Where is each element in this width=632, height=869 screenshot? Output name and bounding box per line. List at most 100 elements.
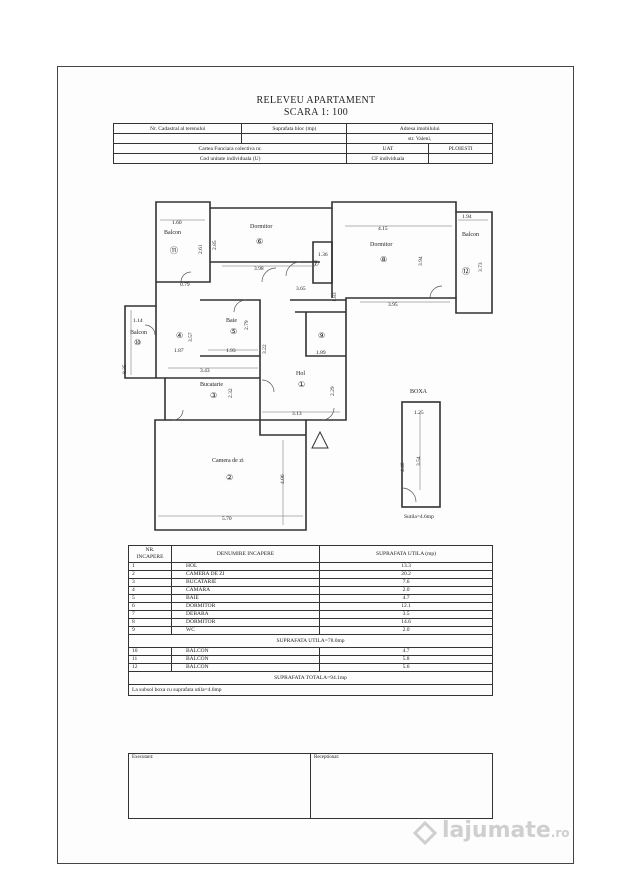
dimension-label: 3.13 bbox=[292, 411, 302, 417]
room-number: ④ bbox=[176, 331, 183, 340]
row-name: CAMARA bbox=[171, 586, 320, 595]
room-label: Camera de zi bbox=[212, 458, 244, 464]
row-area: 3.5 bbox=[319, 610, 493, 619]
total-row: SUPRAFATA TOTALA=94.1mp bbox=[128, 671, 493, 685]
dimension-label: 0.79 bbox=[180, 282, 190, 288]
dimension-lines bbox=[130, 219, 488, 525]
header-nr: NR. INCAPERE bbox=[128, 545, 172, 563]
dimension-label: 3.65 bbox=[296, 286, 306, 292]
plan-walls bbox=[124, 201, 493, 531]
row-area: 5.8 bbox=[319, 655, 493, 664]
room-label: Balcon bbox=[164, 230, 181, 236]
row-nr: 6 bbox=[128, 602, 172, 611]
dimension-label: 1.14 bbox=[133, 318, 143, 324]
row-area: 12.1 bbox=[319, 602, 493, 611]
dimension-label: 3.43 bbox=[200, 368, 210, 374]
room-number: ⑦ bbox=[312, 259, 319, 268]
row-name: HOL bbox=[171, 562, 320, 571]
row-nr: 3 bbox=[128, 578, 172, 587]
boxa-label: BOXA bbox=[410, 389, 428, 395]
watermark: lajumate.ro bbox=[442, 818, 570, 843]
room-number: ⑫ bbox=[462, 267, 470, 276]
dimension-label: 3.98 bbox=[254, 266, 264, 272]
signature-table: Executant: Receptionat: bbox=[128, 753, 493, 819]
dimension-label: 2.29 bbox=[330, 386, 336, 396]
dimension-label: 2.61 bbox=[198, 244, 204, 254]
dimension-label: 1.60 bbox=[172, 220, 182, 226]
boxa-dimension: 1.25 bbox=[414, 410, 424, 416]
room-number: ⑥ bbox=[256, 237, 263, 246]
rooms-area-table: NR. INCAPERE DENUMIRE INCAPERE SUPRAFATA… bbox=[128, 545, 493, 696]
row-nr: 12 bbox=[128, 663, 172, 672]
room-label: Baie bbox=[226, 318, 237, 324]
dimension-label: 3.95 bbox=[388, 302, 398, 308]
dimension-label: 4.06 bbox=[280, 474, 286, 484]
subtotal-row: SUPRAFATA UTILA=78.0mp bbox=[128, 634, 493, 648]
storage-note: La subsol boxa cu suprafata utila=4.6mp bbox=[128, 684, 493, 696]
boxa-door bbox=[401, 487, 417, 503]
dimension-label: 2.79 bbox=[244, 320, 250, 330]
dimension-label: 4.15 bbox=[378, 226, 388, 232]
row-area: 5.6 bbox=[319, 663, 493, 672]
dimension-label: 1.93 bbox=[226, 348, 236, 354]
entrance-marker bbox=[311, 430, 329, 449]
row-nr: 9 bbox=[128, 626, 172, 635]
row-area: 20.2 bbox=[319, 570, 493, 579]
info-cell bbox=[428, 153, 493, 164]
room-number: ① bbox=[298, 380, 305, 389]
row-nr: 11 bbox=[128, 655, 172, 664]
watermark-text: lajumate bbox=[442, 818, 551, 843]
row-name: WC bbox=[171, 626, 320, 635]
row-name: CAMERA DE ZI bbox=[171, 570, 320, 579]
room-label: Bucatarie bbox=[200, 382, 223, 388]
cadastral-info-table: Nr. Cadastral al terenului Suprafata blo… bbox=[112, 123, 493, 164]
dimension-label: 5.70 bbox=[222, 516, 232, 522]
dimension-label: 2.32 bbox=[228, 388, 234, 398]
row-nr: 4 bbox=[128, 586, 172, 595]
lajumate-logo-icon bbox=[412, 820, 438, 846]
room-number: ② bbox=[226, 473, 233, 482]
row-nr: 2 bbox=[128, 570, 172, 579]
dimension-label: 1.83 bbox=[332, 292, 338, 302]
row-name: BAIE bbox=[171, 594, 320, 603]
room-number: ⑧ bbox=[380, 255, 387, 264]
room-label: Hol bbox=[296, 371, 305, 377]
row-nr: 8 bbox=[128, 618, 172, 627]
row-nr: 1 bbox=[128, 562, 172, 571]
row-name: DORMITOR bbox=[171, 618, 320, 627]
row-area: 7.6 bbox=[319, 578, 493, 587]
dimension-label: 1.89 bbox=[316, 350, 326, 356]
document-sheet bbox=[57, 66, 574, 864]
dimension-label: 2.85 bbox=[212, 240, 218, 250]
row-nr: 7 bbox=[128, 610, 172, 619]
row-name: BUCATARIE bbox=[171, 578, 320, 587]
dimension-label: 4.40 bbox=[400, 462, 406, 472]
dimension-label: 3.94 bbox=[418, 256, 424, 266]
room-label: Balcon bbox=[462, 232, 479, 238]
row-name: BALCON bbox=[171, 647, 320, 656]
dimension-label: 3.57 bbox=[188, 332, 194, 342]
room-label: Dormitor bbox=[250, 224, 272, 230]
row-name: BALCON bbox=[171, 655, 320, 664]
info-cell: CF individuala bbox=[346, 153, 430, 164]
dimension-label: 1.94 bbox=[462, 214, 472, 220]
row-area: 4.7 bbox=[319, 594, 493, 603]
dimension-label: 3.73 bbox=[478, 262, 484, 272]
room-label: Balcon bbox=[130, 330, 147, 336]
boxa-outline bbox=[401, 401, 441, 508]
receptionat-cell: Receptionat: bbox=[310, 753, 493, 819]
row-area: 13.3 bbox=[319, 562, 493, 571]
row-area: 14.6 bbox=[319, 618, 493, 627]
room-label: Dormitor bbox=[370, 242, 392, 248]
header-name: DENUMIRE INCAPERE bbox=[171, 545, 320, 563]
